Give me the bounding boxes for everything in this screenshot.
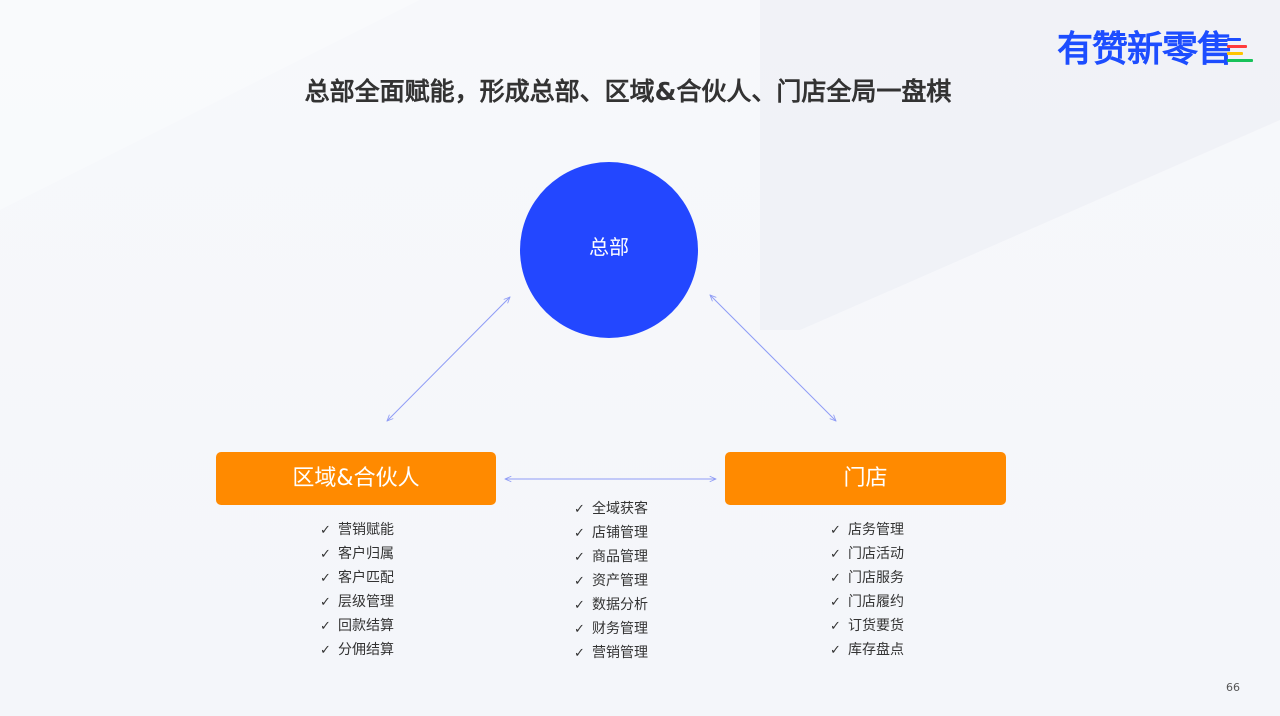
feature-item: ✓ 分佣结算 [320, 638, 394, 662]
check-icon: ✓ [320, 619, 331, 634]
feature-label: 全域获客 [592, 501, 648, 517]
check-icon: ✓ [320, 595, 331, 610]
node-region-partner-label: 区域&合伙人 [292, 465, 420, 491]
feature-item: ✓ 客户匹配 [320, 566, 394, 590]
feature-label: 客户匹配 [338, 570, 394, 586]
feature-item: ✓ 店务管理 [830, 518, 904, 542]
check-icon: ✓ [830, 547, 841, 562]
logo-bar-red [1227, 45, 1247, 48]
check-icon: ✓ [574, 550, 585, 565]
check-icon: ✓ [320, 523, 331, 538]
check-icon: ✓ [320, 571, 331, 586]
brand-logo: 有赞新零售 [1057, 28, 1257, 72]
feature-item: ✓ 门店服务 [830, 566, 904, 590]
logo-bar-yellow [1227, 52, 1243, 55]
region-feature-list: ✓ 营销赋能 ✓ 客户归属 ✓ 客户匹配 ✓ 层级管理 ✓ 回款结算 ✓ 分佣结算 [320, 518, 394, 662]
feature-item: ✓ 商品管理 [574, 545, 648, 569]
feature-label: 门店活动 [848, 546, 904, 562]
node-store: 门店 [725, 452, 1006, 505]
feature-label: 分佣结算 [338, 642, 394, 658]
page-title: 总部全面赋能，形成总部、区域&合伙人、门店全局一盘棋 [304, 77, 952, 106]
connector-hq-region [387, 297, 510, 421]
check-icon: ✓ [574, 574, 585, 589]
check-icon: ✓ [574, 646, 585, 661]
check-icon: ✓ [574, 526, 585, 541]
feature-item: ✓ 财务管理 [574, 617, 648, 641]
store-feature-list: ✓ 店务管理 ✓ 门店活动 ✓ 门店服务 ✓ 门店履约 ✓ 订货要货 ✓ 库存盘点 [830, 518, 904, 662]
node-hq: 总部 [520, 162, 698, 338]
node-hq-label: 总部 [589, 235, 629, 259]
feature-label: 资产管理 [592, 573, 648, 589]
feature-item: ✓ 营销管理 [574, 641, 648, 665]
feature-item: ✓ 门店履约 [830, 590, 904, 614]
feature-label: 营销赋能 [338, 522, 394, 538]
check-icon: ✓ [830, 595, 841, 610]
connector-hq-store [710, 295, 836, 421]
feature-item: ✓ 数据分析 [574, 593, 648, 617]
feature-item: ✓ 回款结算 [320, 614, 394, 638]
check-icon: ✓ [574, 598, 585, 613]
node-store-label: 门店 [843, 465, 888, 491]
feature-label: 营销管理 [592, 645, 648, 661]
check-icon: ✓ [830, 619, 841, 634]
logo-bar-blue [1227, 38, 1241, 41]
feature-label: 订货要货 [848, 618, 904, 634]
feature-item: ✓ 门店活动 [830, 542, 904, 566]
feature-item: ✓ 库存盘点 [830, 638, 904, 662]
feature-label: 店铺管理 [592, 525, 648, 541]
feature-item: ✓ 店铺管理 [574, 521, 648, 545]
check-icon: ✓ [574, 502, 585, 517]
feature-item: ✓ 全域获客 [574, 497, 648, 521]
check-icon: ✓ [830, 643, 841, 658]
page-number: 66 [1226, 681, 1240, 694]
feature-label: 商品管理 [592, 549, 648, 565]
feature-label: 店务管理 [848, 522, 904, 538]
feature-item: ✓ 资产管理 [574, 569, 648, 593]
feature-item: ✓ 层级管理 [320, 590, 394, 614]
check-icon: ✓ [574, 622, 585, 637]
feature-label: 财务管理 [592, 621, 648, 637]
feature-label: 门店履约 [848, 594, 904, 610]
check-icon: ✓ [320, 547, 331, 562]
feature-label: 层级管理 [338, 594, 394, 610]
brand-logo-text: 有赞新零售 [1057, 29, 1233, 70]
feature-item: ✓ 客户归属 [320, 542, 394, 566]
feature-label: 门店服务 [848, 570, 904, 586]
feature-label: 库存盘点 [848, 642, 904, 658]
feature-label: 数据分析 [592, 597, 648, 613]
feature-item: ✓ 订货要货 [830, 614, 904, 638]
check-icon: ✓ [830, 571, 841, 586]
logo-bar-green [1227, 59, 1253, 62]
hq-feature-list: ✓ 全域获客 ✓ 店铺管理 ✓ 商品管理 ✓ 资产管理 ✓ 数据分析 ✓ 财务管理 ✓ 营销管理 [574, 497, 648, 665]
feature-label: 客户归属 [338, 546, 394, 562]
node-region-partner: 区域&合伙人 [216, 452, 496, 505]
check-icon: ✓ [830, 523, 841, 538]
brand-logo-bars [1227, 38, 1255, 64]
feature-label: 回款结算 [338, 618, 394, 634]
feature-item: ✓ 营销赋能 [320, 518, 394, 542]
check-icon: ✓ [320, 643, 331, 658]
